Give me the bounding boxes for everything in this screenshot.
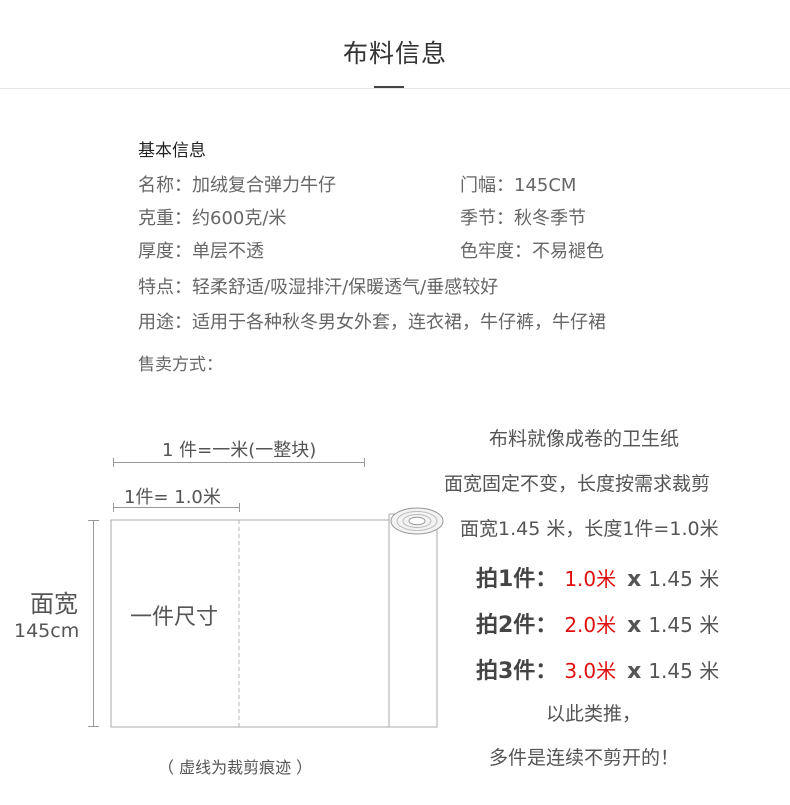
section-heading: 基本信息 bbox=[138, 141, 206, 161]
explain-line-2: 面宽固定不变，长度按需求裁剪 bbox=[444, 473, 711, 495]
whole-piece-left-cap bbox=[113, 458, 114, 467]
whole-piece-dimension-line bbox=[113, 462, 365, 463]
width-dimension-line bbox=[93, 520, 94, 727]
info-weight-label: 克重： bbox=[138, 208, 192, 229]
order-3-label: 拍3件： bbox=[476, 659, 558, 684]
info-season-value: 秋冬季节 bbox=[514, 208, 586, 229]
page-title: 布料信息 bbox=[342, 39, 447, 68]
info-features: 特点：轻柔舒适/吸湿排汗/保暖透气/垂感较好 bbox=[138, 273, 498, 299]
order-3: 拍3件： 3.0米 x 1.45 米 bbox=[476, 653, 719, 685]
info-fastness-value: 不易褪色 bbox=[532, 241, 604, 262]
whole-piece-right-cap bbox=[364, 458, 365, 467]
roll-end-ring-2 bbox=[402, 514, 432, 528]
order-2-label: 拍2件： bbox=[476, 613, 558, 638]
info-usage: 用途：适用于各种秋冬男女外套，连衣裙，牛仔裤，牛仔裙 bbox=[138, 308, 606, 334]
info-season-label: 季节： bbox=[460, 208, 514, 229]
info-name: 名称：加绒复合弹力牛仔 bbox=[138, 171, 336, 197]
order-1: 拍1件： 1.0米 x 1.45 米 bbox=[476, 561, 719, 593]
info-name-value: 加绒复合弹力牛仔 bbox=[192, 175, 336, 196]
etc-text: 以此类推， bbox=[546, 703, 642, 725]
order-2-times: x bbox=[627, 613, 642, 638]
info-season: 季节：秋冬季节 bbox=[460, 204, 586, 230]
explain-line-1: 布料就像成卷的卫生纸 bbox=[489, 428, 680, 450]
info-width-label: 门幅： bbox=[460, 175, 514, 196]
info-weight: 克重：约600克/米 bbox=[138, 204, 286, 230]
order-1-length: 1.0米 bbox=[564, 567, 617, 591]
whole-piece-label: 1 件=一米(一整块) bbox=[162, 440, 317, 461]
order-2-length: 2.0米 bbox=[564, 613, 617, 637]
explain-line-3: 面宽1.45 米，长度1件=1.0米 bbox=[460, 518, 719, 540]
order-3-length: 3.0米 bbox=[564, 659, 617, 683]
piece-meter-label: 1件= 1.0米 bbox=[124, 487, 221, 508]
title-underline bbox=[374, 86, 404, 88]
info-name-label: 名称： bbox=[138, 175, 192, 196]
info-fastness-label: 色牢度： bbox=[460, 241, 532, 262]
width-value: 145cm bbox=[14, 620, 80, 642]
piece-dimension-line bbox=[113, 507, 240, 508]
order-2-width: 1.45 米 bbox=[648, 613, 720, 637]
order-1-times: x bbox=[627, 567, 642, 592]
order-1-width: 1.45 米 bbox=[648, 567, 720, 591]
width-bottom-cap bbox=[88, 726, 99, 727]
piece-left-cap bbox=[113, 503, 114, 512]
order-3-width: 1.45 米 bbox=[648, 659, 720, 683]
roll-core bbox=[408, 516, 426, 526]
info-usage-value: 适用于各种秋冬男女外套，连衣裙，牛仔裤，牛仔裙 bbox=[192, 312, 606, 333]
width-label: 面宽 bbox=[30, 590, 78, 618]
header-divider bbox=[0, 88, 790, 89]
info-features-value: 轻柔舒适/吸湿排汗/保暖透气/垂感较好 bbox=[192, 277, 499, 298]
roll-body bbox=[388, 513, 438, 728]
info-thickness-label: 厚度： bbox=[138, 241, 192, 262]
continuous-text: 多件是连续不剪开的！ bbox=[489, 747, 680, 769]
info-fastness: 色牢度：不易褪色 bbox=[460, 237, 604, 263]
info-width: 门幅：145CM bbox=[460, 171, 576, 197]
fabric-roll-illustration bbox=[110, 507, 444, 728]
info-width-value: 145CM bbox=[514, 175, 577, 196]
info-weight-value: 约600克/米 bbox=[192, 208, 287, 229]
info-usage-label: 用途： bbox=[138, 312, 192, 333]
width-top-cap bbox=[88, 520, 99, 521]
roll-end-ring-1 bbox=[396, 511, 438, 531]
sale-method-label: 售卖方式： bbox=[138, 355, 223, 375]
piece-size-label: 一件尺寸 bbox=[130, 605, 219, 630]
order-1-label: 拍1件： bbox=[476, 567, 558, 592]
info-thickness-value: 单层不透 bbox=[192, 241, 264, 262]
order-3-times: x bbox=[627, 659, 642, 684]
dashed-line-note: （ 虚线为裁剪痕迹 ） bbox=[158, 758, 313, 777]
fabric-sheet bbox=[110, 519, 438, 728]
piece-right-cap bbox=[239, 503, 240, 512]
info-thickness: 厚度：单层不透 bbox=[138, 237, 264, 263]
order-2: 拍2件： 2.0米 x 1.45 米 bbox=[476, 607, 719, 639]
info-features-label: 特点： bbox=[138, 277, 192, 298]
